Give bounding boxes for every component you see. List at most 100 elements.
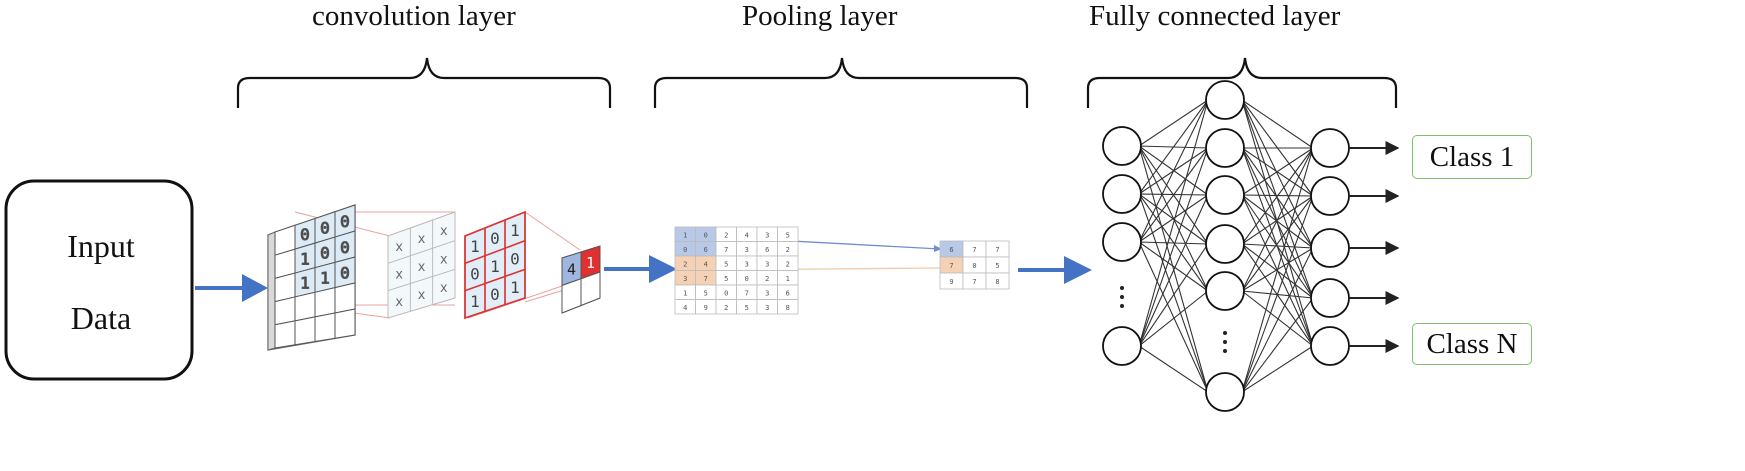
fc-edge [1138, 99, 1209, 243]
fc-edge [1241, 147, 1314, 249]
conv-output-value: 4 [567, 261, 576, 279]
fc-edge [1138, 241, 1209, 245]
pool-input-value: 5 [704, 289, 708, 297]
kernel-value: x [395, 267, 403, 282]
filter-cell [504, 268, 526, 306]
pool-input-value: 0 [745, 275, 749, 283]
pool-input-value: 4 [704, 260, 708, 268]
convolution-layer-label: convolution layer [312, 0, 516, 32]
input-label-line2: Data [70, 300, 132, 336]
fc-neuron [1102, 326, 1142, 366]
pool-input-value: 3 [683, 275, 687, 283]
pool-input-value: 9 [704, 304, 708, 312]
pool-input-value: 2 [786, 260, 790, 268]
pool-input-value: 5 [724, 260, 728, 268]
filter-value: 1 [510, 278, 520, 297]
pool-input-value: 7 [745, 289, 749, 297]
kernel-value: x [440, 281, 448, 296]
conv-input-value: 0 [320, 219, 330, 238]
fc-edge [1241, 297, 1314, 393]
filter-value: 1 [470, 237, 480, 256]
fc-edge [1241, 243, 1314, 249]
pool-input-value: 1 [683, 231, 687, 239]
fc-edge [1138, 345, 1209, 393]
filter-value: 1 [470, 292, 480, 311]
fc-edge [1241, 195, 1314, 393]
conv-input-cell [334, 282, 356, 314]
fc-edge [1241, 290, 1314, 347]
fully-connected-layer-label: Fully connected layer [1089, 0, 1341, 32]
conv-input-value: 0 [340, 212, 350, 231]
fc-edge [1241, 147, 1314, 393]
arrow-input-to-conv [195, 274, 268, 302]
pool-input-value: 1 [786, 275, 790, 283]
fc-edge [1241, 247, 1314, 393]
conv-input-cell [314, 312, 336, 343]
fc-edge [1241, 147, 1314, 196]
pool-output-value: 0 [972, 262, 976, 270]
arrow-conv-to-pool [604, 255, 677, 283]
pool-input-value: 2 [683, 260, 687, 268]
conv-input-value: 1 [300, 249, 310, 268]
conv-input-cell [294, 316, 316, 346]
filter-value: 0 [470, 264, 480, 283]
fc-edge [1241, 99, 1314, 299]
fc-edge [1138, 99, 1209, 147]
fc-edge [1241, 147, 1314, 292]
pool-input-cell [777, 299, 799, 315]
kernel-value: x [418, 288, 426, 303]
pool-input-value: 2 [724, 304, 728, 312]
pool-input-value: 7 [704, 275, 708, 283]
fc-edge [1138, 147, 1209, 243]
pool-input-value: 2 [786, 246, 790, 254]
fully-connected-edges [1138, 99, 1314, 393]
class-n-box: Class N [1412, 323, 1532, 365]
fc-neuron [1205, 224, 1245, 264]
arrow-pool-to-fc [1018, 256, 1092, 284]
fc-edge [1241, 345, 1314, 393]
filter-value: 0 [510, 250, 520, 269]
pool-output-cell [985, 272, 1010, 290]
conv-input-cell [334, 308, 356, 339]
pool-input-value: 0 [724, 289, 728, 297]
pool-input-value: 5 [745, 304, 749, 312]
fc-edge [1138, 241, 1209, 393]
conv-input-value: 0 [340, 238, 350, 257]
pooling-layer-label: Pooling layer [742, 0, 898, 32]
kernel-value: x [440, 253, 448, 268]
conv-output-value: 1 [586, 254, 595, 272]
fc-neuron [1205, 372, 1245, 412]
conv-input-cell [274, 320, 296, 349]
fc-edge [1138, 147, 1209, 347]
fc-edge [1138, 194, 1209, 347]
fc-ellipsis-left [1120, 286, 1124, 308]
input-label-line1: Input [67, 228, 135, 264]
conv-input-value: 0 [320, 244, 330, 263]
pool-output-value: 7 [949, 262, 953, 270]
input-data-box [4, 179, 194, 381]
fc-edge [1138, 194, 1209, 243]
fully-connected-brace [1086, 57, 1398, 108]
conv-input-value: 1 [300, 274, 310, 293]
fc-neuron [1310, 128, 1350, 168]
pool-output-value: 9 [949, 278, 953, 286]
fc-neuron [1205, 128, 1245, 168]
conv-input-cell [314, 287, 336, 318]
convolution-brace [236, 57, 612, 108]
conv-input-cell [274, 296, 296, 326]
fc-neuron [1205, 80, 1245, 120]
pool-output-value: 7 [972, 246, 976, 254]
fc-edge [1241, 194, 1314, 249]
filter-value: 0 [490, 229, 500, 248]
pool-output-value: 8 [995, 278, 999, 286]
pool-output-value: 7 [972, 278, 976, 286]
fc-neuron [1310, 326, 1350, 366]
conv-output-cell [580, 271, 601, 307]
fc-edge [1138, 243, 1209, 347]
pool-input-value: 3 [765, 260, 769, 268]
kernel-value: x [440, 224, 448, 239]
conv-input-value: 1 [320, 269, 330, 288]
